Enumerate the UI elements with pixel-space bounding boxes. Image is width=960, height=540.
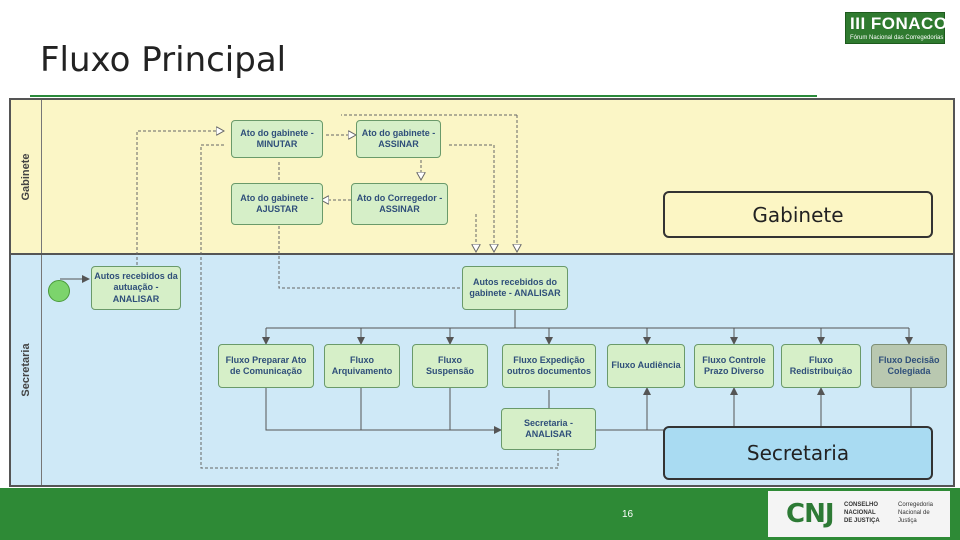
title-divider	[30, 95, 817, 97]
task-autos-recebidos-gabinete[interactable]: Autos recebidos do gabinete - ANALISAR	[462, 266, 568, 310]
cnj-logo: CNJ CONSELHO NACIONAL DE JUSTIÇA Correge…	[768, 491, 950, 537]
fonacor-logo: III FONACOR Fórum Nacional das Corregedo…	[845, 12, 960, 44]
task-fluxo-audiencia[interactable]: Fluxo Audiência	[607, 344, 685, 388]
callout-gabinete: Gabinete	[663, 191, 933, 238]
task-ato-gabinete-minutar[interactable]: Ato do gabinete - MINUTAR	[231, 120, 323, 158]
task-fluxo-expedicao[interactable]: Fluxo Expedição outros documentos	[502, 344, 596, 388]
task-fluxo-controle-prazo[interactable]: Fluxo Controle Prazo Diverso	[694, 344, 774, 388]
start-event	[48, 280, 70, 302]
callout-secretaria: Secretaria	[663, 426, 933, 480]
task-secretaria-analisar[interactable]: Secretaria - ANALISAR	[501, 408, 596, 450]
lane-label-gabinete: Gabinete	[11, 100, 42, 253]
task-fluxo-decisao-colegiada[interactable]: Fluxo Decisão Colegiada	[871, 344, 947, 388]
page-title: Fluxo Principal	[40, 40, 287, 80]
task-fluxo-redistribuicao[interactable]: Fluxo Redistribuição	[781, 344, 861, 388]
page-number: 16	[622, 509, 634, 520]
logo-sub-text: Fórum Nacional das Corregedorias	[850, 35, 944, 41]
lane-label-secretaria: Secretaria	[11, 255, 42, 485]
task-ato-corregedor-assinar[interactable]: Ato do Corregedor - ASSINAR	[351, 183, 448, 225]
task-fluxo-arquivamento[interactable]: Fluxo Arquivamento	[324, 344, 400, 388]
task-autos-recebidos-autuacao[interactable]: Autos recebidos da autuação - ANALISAR	[91, 266, 181, 310]
task-fluxo-suspensao[interactable]: Fluxo Suspensão	[412, 344, 488, 388]
cnj-mark: CNJ	[786, 499, 835, 529]
task-fluxo-preparar-ato[interactable]: Fluxo Preparar Ato de Comunicação	[218, 344, 314, 388]
logo-main-text: III FONACOR	[850, 14, 960, 33]
cnj-org-name: CONSELHO NACIONAL DE JUSTIÇA	[844, 502, 880, 524]
task-ato-gabinete-assinar[interactable]: Ato do gabinete - ASSINAR	[356, 120, 441, 158]
task-ato-gabinete-ajustar[interactable]: Ato do gabinete - AJUSTAR	[231, 183, 323, 225]
flow-connectors	[60, 114, 913, 469]
cnj-unit-name: Corregedoria Nacional de Justiça	[898, 502, 934, 524]
